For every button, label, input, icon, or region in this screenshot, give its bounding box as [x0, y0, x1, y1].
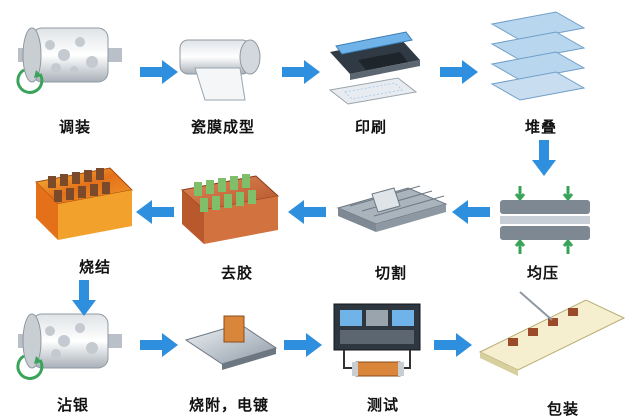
step-label-cutting: 切割	[374, 264, 407, 282]
debinding-tray-illustration	[180, 174, 280, 244]
step-label-stacking: 堆叠	[524, 118, 557, 136]
film-roller-illustration	[179, 39, 261, 101]
screen-printer-illustration	[328, 31, 420, 105]
arrow-down-2	[72, 280, 96, 316]
plating-plate-illustration	[184, 315, 278, 370]
arrow-right-4	[140, 333, 178, 357]
arrow-left-1	[452, 200, 490, 224]
step-label-silver-dip: 沾银	[56, 396, 89, 414]
step-label-sintering: 烧结	[78, 258, 111, 276]
arrow-left-2	[288, 200, 326, 224]
sintering-oven-illustration	[34, 167, 134, 240]
step-label-packaging: 包装	[546, 400, 579, 418]
tester-illustration	[333, 303, 421, 377]
isostatic-press-illustration	[500, 186, 590, 254]
silver-dip-drum-illustration	[16, 313, 122, 380]
step-label-printing: 印刷	[354, 118, 387, 136]
arrow-right-3	[440, 60, 478, 84]
arrow-right-6	[434, 333, 472, 357]
step-label-film-forming: 瓷膜成型	[190, 118, 255, 136]
arrow-down-1	[532, 140, 556, 176]
step-label-plating: 烧附，电镀	[188, 396, 269, 414]
arrow-right-5	[284, 333, 322, 357]
tape-packaging-illustration	[478, 291, 626, 376]
step-label-pressing: 均压	[526, 264, 559, 282]
step-label-mixing: 调装	[58, 118, 91, 136]
arrow-left-3	[136, 200, 174, 224]
mixing-drum-illustration	[16, 27, 122, 94]
cutting-illustration	[336, 185, 448, 232]
arrow-right-2	[282, 60, 320, 84]
stacked-layers-illustration	[490, 11, 586, 101]
step-label-debinding: 去胶	[220, 264, 253, 282]
step-label-testing: 测试	[366, 396, 399, 414]
arrow-right-1	[140, 60, 178, 84]
